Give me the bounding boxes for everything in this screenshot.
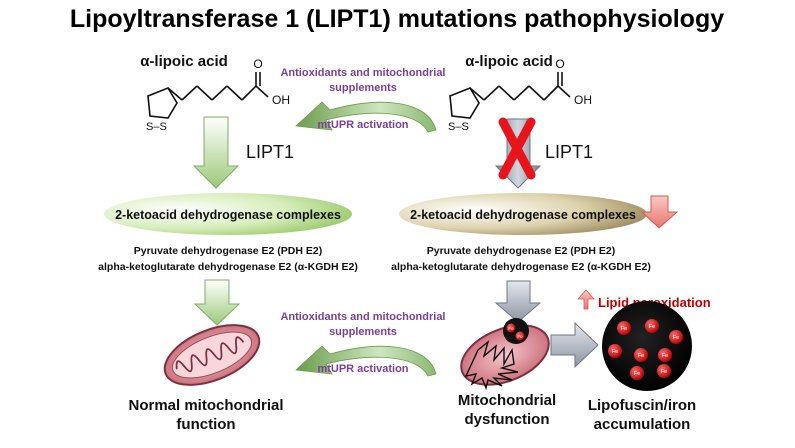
rescue-top-line2: supplements [329,82,397,94]
left-lipt1-label: LIPT1 [246,142,294,162]
blocked-x-icon [498,117,536,180]
rescue-top-activation: mtUPR activation [317,119,408,131]
right-enzymes-line1: Pyruvate dehydrogenase E2 (PDH E2) [427,245,615,257]
iron-label-6: Fe [662,353,668,359]
lipofuscin-line2: accumulation [594,416,691,433]
left-function-arrow [193,279,241,326]
damaged-mitochondrion-icon: Fe Fe [460,318,550,391]
right-oxygen-label: O [555,57,564,71]
right-function-arrow [494,280,542,323]
iron-label-1: Fe [621,326,627,332]
page-title: Lipoyltransferase 1 (LIPT1) mutations pa… [70,5,724,33]
right-lipoic-acid-structure [449,72,571,119]
rescue-bottom-arrow [295,345,437,377]
rescue-bottom-activation: mtUPR activation [317,363,408,375]
rescue-top-arrow [295,101,437,133]
left-acid-label: α-lipoic acid [140,53,228,70]
increase-arrow-icon [577,289,595,310]
left-lipoic-acid-structure [147,72,269,119]
rescue-top-line1: Antioxidants and mitochondrial [280,67,445,79]
left-complex-ellipse [104,193,352,235]
lipofuscin-line1: Lipofuscin/iron [588,397,696,414]
right-outcome-line2: dysfunction [465,411,550,428]
right-lipt1-label: LIPT1 [545,142,593,162]
left-lipt1-arrow [192,116,240,189]
mito-iron-label-2: Fe [517,334,523,339]
left-complex-label: 2-ketoacid dehydrogenase complexes [115,208,341,222]
right-sulfur-label: S–S [448,121,469,133]
right-outcome-line1: Mitochondrial [458,392,556,409]
rescue-bottom-line2: supplements [329,326,397,338]
iron-label-2: Fe [649,324,655,330]
left-outcome-line2: function [176,416,235,433]
left-enzymes-line2: alpha-ketoglutarate dehydrogenase E2 (α-… [98,261,358,273]
rescue-bottom-line1: Antioxidants and mitochondrial [280,311,445,323]
right-acid-label: α-lipoic acid [465,53,553,70]
left-oxygen-label: O [253,57,262,71]
mito-iron-label-1: Fe [508,326,514,331]
right-hydroxyl-label: OH [574,93,592,107]
decrease-arrow-icon [640,195,679,229]
right-complex-ellipse [399,193,647,235]
iron-label-7: Fe [634,371,640,377]
iron-label-5: Fe [638,353,644,359]
left-outcome-line1: Normal mitochondrial [128,397,283,414]
to-lipofuscin-arrow [550,321,599,369]
left-enzymes-line1: Pyruvate dehydrogenase E2 (PDH E2) [134,245,322,257]
iron-label-8: Fe [661,369,667,375]
left-sulfur-label: S–S [146,121,167,133]
left-hydroxyl-label: OH [272,93,290,107]
left-mitochondrion-icon [163,324,261,386]
right-enzymes-line2: alpha-ketoglutarate dehydrogenase E2 (α-… [391,261,651,273]
iron-label-3: Fe [673,335,679,341]
right-complex-label: 2-ketoacid dehydrogenase complexes [410,208,636,222]
iron-label-4: Fe [612,349,618,355]
lipofuscin-granule-icon [602,301,692,391]
